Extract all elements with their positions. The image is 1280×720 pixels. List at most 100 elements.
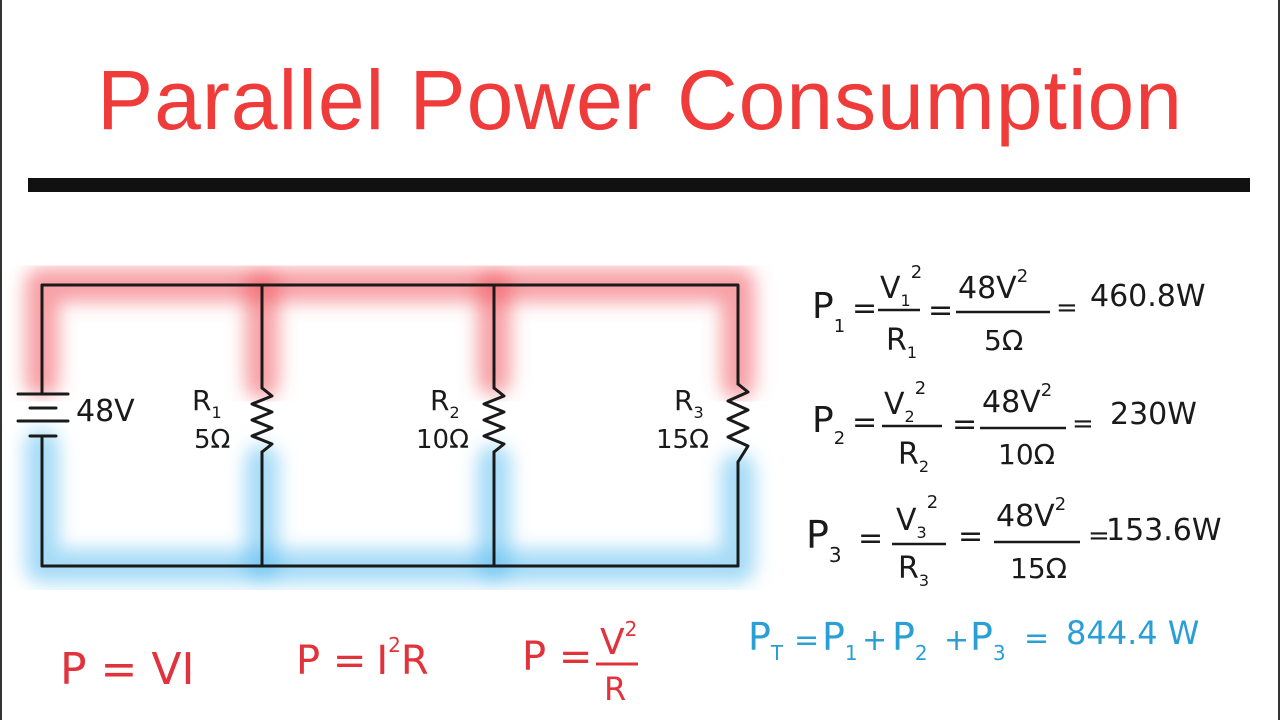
resistor-r3-label: R3 [674,384,704,422]
equation-text: V [880,271,901,306]
equation-text: P [812,286,834,327]
resistor-r3-symbol [726,382,750,464]
equation-text: + [862,623,887,658]
equation-text: 1 [907,343,917,362]
equation-text: R [674,384,693,417]
total-power-equation: PT = P1 + P2 + P3 = 844.4 W [748,614,1199,665]
equation-text: 3 [829,543,842,567]
equation-text: = [1088,521,1110,551]
resistor-r2-value: 10Ω [416,425,469,455]
equation-text: 2 [915,641,928,665]
equation-text: 2 [1055,494,1066,515]
formula-p-v2r-denominator: R [604,670,626,708]
resistor-r2-label: R2 [430,384,460,422]
formula-p-v2r-numerator: V2 [600,617,637,663]
equation-text: P [822,615,845,659]
eq1-numerator: 48V2 [958,266,1028,306]
battery-label: 48V [76,394,135,429]
equation-p3: P3 = V32 R3 = 48V2 15Ω = 153.6W [806,492,1222,590]
total-p1: P1 [822,615,858,665]
eq2-v-squared: V22 [884,378,926,426]
equation-text: 2 [625,617,638,641]
resistor-r1-value: 5Ω [194,425,230,455]
equation-text: 3 [693,403,703,422]
eq3-p: P3 [806,513,842,567]
equation-text: P [970,615,993,659]
resistor-r1-label: R1 [192,384,222,422]
equation-text: 3 [919,571,929,590]
eq3-r: R3 [898,551,929,590]
eq2-r: R2 [898,437,929,476]
equation-text: = [1072,409,1094,439]
equation-text: P = [296,638,366,684]
resistor-r2-symbol [482,386,506,454]
equation-text: V [600,622,625,663]
equation-text: R [401,638,429,684]
equation-text: = [928,293,953,328]
page-title: Parallel Power Consumption [97,53,1183,147]
eq1-result: 460.8W [1090,279,1206,314]
equation-text: 48V [958,271,1017,306]
equation-text: = [852,405,877,440]
equation-text: P [812,400,834,441]
formula-p-vi: P = VI [60,644,194,695]
positive-rail-glow [25,268,755,399]
equation-text: = [852,291,877,326]
eq3-denominator: 15Ω [1010,552,1067,585]
equation-text: 2 [911,262,922,283]
total-p2: P2 [892,615,928,665]
total-result: 844.4 W [1066,614,1199,652]
eq1-r: R1 [886,323,917,362]
equation-text: 2 [449,403,459,422]
equation-text: R [430,384,449,417]
equation-text: 2 [915,378,926,399]
equation-p2: P2 = V22 R2 = 48V2 10Ω = 230W [812,378,1197,476]
equation-text: V [896,503,917,538]
equation-text: R [898,437,919,472]
equation-text: 1 [845,641,858,665]
equation-text: 1 [901,291,911,310]
equation-text: T [770,641,784,665]
equation-text: + [944,623,969,658]
total-p3: P3 [970,615,1006,665]
equation-text: I [376,638,388,684]
negative-rail-glow [25,429,755,583]
eq2-denominator: 10Ω [998,438,1055,471]
equation-text: P [806,513,829,557]
equation-text: 2 [1041,380,1052,401]
equation-text: 2 [388,633,401,657]
equation-text: 3 [917,523,927,542]
eq3-v-squared: V32 [896,492,938,542]
resistor-r3-value: 15Ω [656,425,709,455]
equation-text: 2 [919,457,929,476]
equation-text: R [192,384,211,417]
equation-text: R [886,323,907,358]
equation-text: 2 [927,492,938,513]
formula-p-v2r-lhs: P = [522,634,592,680]
eq2-p: P2 [812,400,845,449]
equation-text: = [1056,293,1078,323]
eq1-v-squared: V12 [880,262,922,310]
formula-p-i2r: P =I2R [296,633,429,684]
battery-symbol [16,392,70,438]
equation-text: 48V [996,499,1055,534]
equation-text: 2 [1017,266,1028,287]
equation-text: = [858,521,883,556]
title-underline [28,178,1250,192]
eq3-result: 153.6W [1106,513,1222,548]
total-p: PT [748,615,784,665]
eq3-numerator: 48V2 [996,494,1066,534]
resistor-r1-symbol [250,386,274,454]
eq1-p: P1 [812,286,845,337]
equation-text: 2 [905,407,915,426]
equation-text: R [898,551,919,586]
equation-text: = [794,623,819,658]
eq2-result: 230W [1110,397,1197,432]
circuit-wires [40,283,740,568]
equation-text: P [892,615,915,659]
equation-text: 48V [982,385,1041,420]
equation-text: 1 [834,316,845,337]
eq2-numerator: 48V2 [982,380,1052,420]
